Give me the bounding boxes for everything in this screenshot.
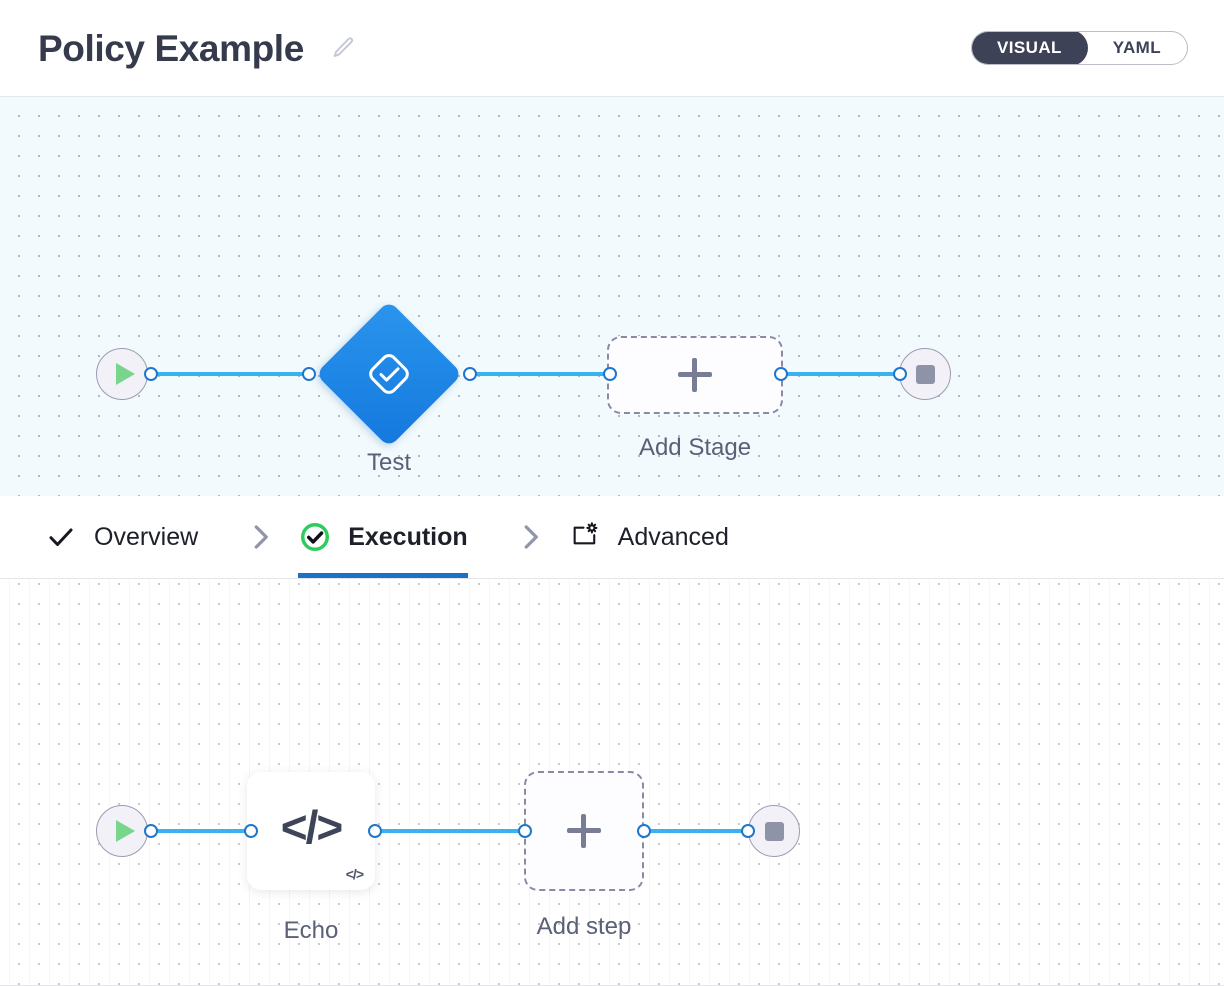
check-icon — [44, 520, 78, 554]
page-header: Policy Example VISUAL YAML — [0, 0, 1224, 96]
handle-add-stage-in[interactable] — [603, 367, 617, 381]
play-icon — [115, 363, 135, 385]
handle-echo-in[interactable] — [244, 824, 258, 838]
handle-add-stage-out[interactable] — [774, 367, 788, 381]
step-node-echo-label: Echo — [283, 917, 339, 944]
add-stage-node[interactable] — [607, 336, 783, 414]
code-icon: </> — [280, 801, 343, 853]
edge-echo-to-add-step — [373, 829, 529, 833]
add-step-label: Add step — [536, 913, 632, 940]
tab-execution[interactable]: Execution — [298, 496, 491, 578]
stage-node-test-label: Test — [366, 449, 411, 476]
stop-icon-step — [764, 821, 784, 841]
stop-icon — [915, 364, 935, 384]
stage-pipeline-canvas[interactable]: Test Add Stage — [0, 96, 1224, 496]
add-stage-box[interactable] — [607, 336, 783, 414]
test-diamond[interactable] — [315, 300, 463, 448]
end-node-circle[interactable] — [899, 348, 951, 400]
handle-echo-out[interactable] — [368, 824, 382, 838]
handle-step-start-out[interactable] — [144, 824, 158, 838]
tab-overview-label: Overview — [94, 522, 199, 551]
handle-add-step-out[interactable] — [637, 824, 651, 838]
chevron-right-icon — [222, 496, 298, 578]
stage-node-test[interactable] — [315, 300, 463, 448]
edge-start-to-test — [151, 372, 311, 376]
step-pipeline-canvas[interactable]: </> </> Echo Add step — [0, 578, 1224, 986]
handle-start-out[interactable] — [144, 367, 158, 381]
play-icon-step — [115, 820, 135, 842]
chevron-right-icon-2 — [492, 496, 568, 578]
edge-start-to-echo — [151, 829, 253, 833]
step-end-node[interactable] — [748, 805, 800, 857]
check-circle-green-icon — [298, 520, 332, 554]
tab-overview[interactable]: Overview — [44, 496, 222, 578]
handle-test-in[interactable] — [302, 367, 316, 381]
window-gear-icon — [568, 520, 602, 554]
check-diamond-icon — [369, 354, 409, 394]
edge-add-step-to-end — [641, 829, 751, 833]
edge-add-stage-to-end — [780, 372, 900, 376]
page-title: Policy Example — [38, 27, 304, 69]
stage-start-node[interactable] — [96, 348, 148, 400]
toggle-option-visual[interactable]: VISUAL — [972, 32, 1088, 64]
plus-icon-step — [567, 814, 601, 848]
tab-execution-label: Execution — [348, 522, 468, 551]
plus-icon — [678, 358, 712, 392]
handle-test-out[interactable] — [463, 367, 477, 381]
step-node-echo[interactable]: </> </> — [247, 772, 375, 890]
stage-end-node[interactable] — [899, 348, 951, 400]
step-start-node[interactable] — [96, 805, 148, 857]
add-stage-label: Add Stage — [638, 434, 752, 461]
handle-add-step-in[interactable] — [518, 824, 532, 838]
handle-end-in[interactable] — [893, 367, 907, 381]
tab-advanced-label: Advanced — [617, 522, 729, 551]
add-step-box[interactable] — [524, 771, 644, 891]
start-node-circle[interactable] — [96, 348, 148, 400]
step-start-node-circle[interactable] — [96, 805, 148, 857]
edge-test-to-add-stage — [469, 372, 612, 376]
tab-advanced[interactable]: Advanced — [568, 496, 753, 578]
view-mode-toggle[interactable]: VISUAL YAML — [971, 31, 1188, 65]
add-step-node[interactable] — [524, 771, 644, 891]
section-tabbar[interactable]: Overview Execution Advanced — [0, 496, 1224, 578]
toggle-option-yaml[interactable]: YAML — [1112, 38, 1161, 57]
handle-step-end-in[interactable] — [741, 824, 755, 838]
echo-card[interactable]: </> </> — [247, 772, 375, 890]
pencil-icon[interactable] — [330, 35, 356, 61]
code-badge-icon: </> — [345, 866, 364, 882]
step-end-node-circle[interactable] — [748, 805, 800, 857]
